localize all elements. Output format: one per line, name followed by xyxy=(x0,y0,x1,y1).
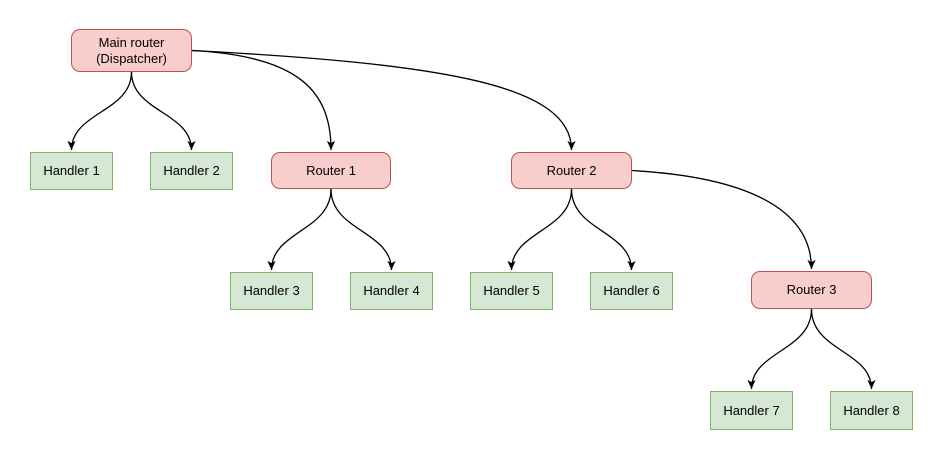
node-router-2: Router 2 xyxy=(511,152,632,189)
node-label: Handler 8 xyxy=(843,402,900,418)
node-label: Handler 6 xyxy=(603,283,660,298)
node-label: Router 2 xyxy=(546,162,597,178)
node-handler-8: Handler 8 xyxy=(830,391,913,430)
node-label-line2: (Dispatcher) xyxy=(96,50,167,66)
node-label-line1: Main router xyxy=(98,34,165,50)
edge-main-to-router2 xyxy=(191,49,576,151)
node-main-router-dispatcher: Main router (Dispatcher) xyxy=(71,29,192,72)
edge-main-to-router1 xyxy=(191,49,336,151)
edge-router3-to-handler7 xyxy=(747,308,813,390)
edge-router2-to-handler6 xyxy=(570,188,636,271)
node-handler-4: Handler 4 xyxy=(350,272,433,310)
node-handler-2: Handler 2 xyxy=(150,152,233,190)
node-router-3: Router 3 xyxy=(751,271,872,309)
node-label: Handler 4 xyxy=(363,283,420,298)
node-handler-1: Handler 1 xyxy=(30,152,113,190)
edge-router1-to-handler4 xyxy=(330,188,396,271)
node-router-1: Router 1 xyxy=(271,152,391,189)
node-label: Router 1 xyxy=(306,162,356,178)
node-label: Router 3 xyxy=(786,282,837,297)
node-handler-6: Handler 6 xyxy=(590,272,673,310)
node-handler-3: Handler 3 xyxy=(230,272,313,310)
node-label: Handler 1 xyxy=(43,163,100,178)
edge-router1-to-handler3 xyxy=(267,188,332,271)
node-label: Handler 7 xyxy=(723,402,780,418)
node-label: Handler 5 xyxy=(483,283,540,298)
node-label: Handler 2 xyxy=(163,163,220,178)
node-handler-7: Handler 7 xyxy=(710,391,793,430)
edge-router2-to-handler5 xyxy=(507,188,573,271)
edge-main-to-handler1 xyxy=(67,71,133,151)
node-label: Handler 3 xyxy=(243,283,300,298)
edge-main-to-handler2 xyxy=(130,71,196,151)
edge-router2-to-router3 xyxy=(631,169,816,270)
edge-router3-to-handler8 xyxy=(810,308,876,390)
node-handler-5: Handler 5 xyxy=(470,272,553,310)
